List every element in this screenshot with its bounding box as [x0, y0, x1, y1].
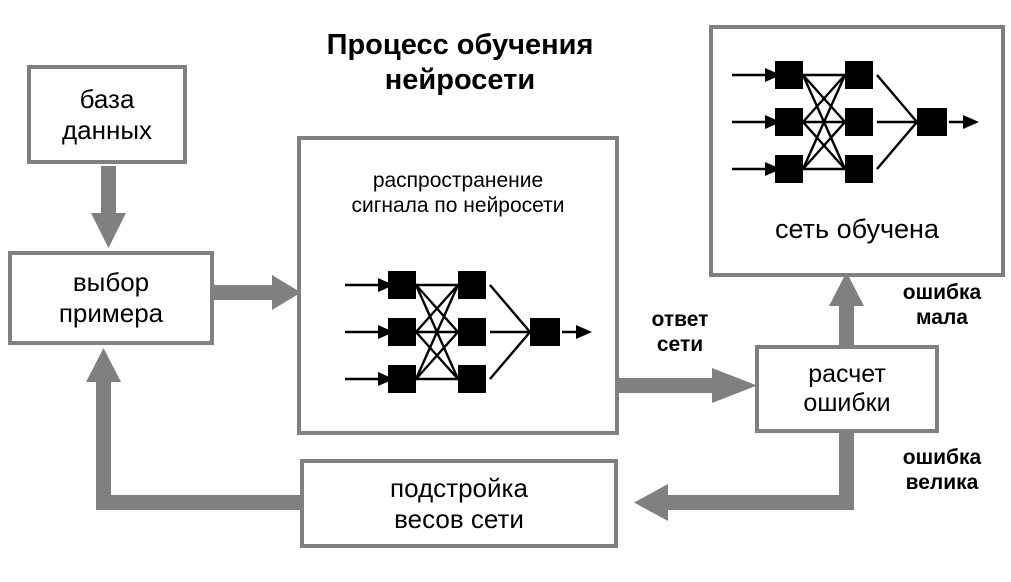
box-database-label: база данных — [61, 83, 153, 145]
arrow-error-to-trained — [829, 272, 864, 346]
forward-pass-caption: распространение сигнала по нейросети — [351, 169, 565, 218]
network-nodes — [775, 61, 947, 183]
box-error-calculation-label: расчет ошибки — [803, 359, 891, 418]
arrow-forward-to-error — [618, 368, 757, 403]
box-database[interactable]: база данных — [27, 65, 187, 164]
neural-network-trained — [732, 61, 979, 183]
arrow-example-to-forward — [213, 275, 301, 310]
label-error-small: ошибка мала — [902, 281, 982, 329]
box-weight-update[interactable]: подстройка весов сети — [300, 459, 618, 548]
neural-network-forward — [345, 271, 592, 393]
page-title: Процесс обучения нейросети — [326, 29, 594, 96]
box-example-select[interactable]: выбор примера — [8, 251, 214, 345]
box-weight-update-label: подстройка весов сети — [390, 472, 528, 534]
arrow-error-to-weights — [634, 430, 854, 521]
arrow-weights-to-example — [86, 348, 304, 510]
network-nodes — [388, 271, 560, 393]
box-error-calculation[interactable]: расчет ошибки — [755, 345, 939, 433]
label-error-large: ошибка велика — [902, 446, 982, 494]
arrow-database-to-example — [91, 166, 126, 248]
box-example-select-label: выбор примера — [58, 267, 164, 328]
box-trained-network-label: сеть обучена — [775, 214, 939, 244]
label-network-answer: ответ сети — [651, 308, 709, 356]
